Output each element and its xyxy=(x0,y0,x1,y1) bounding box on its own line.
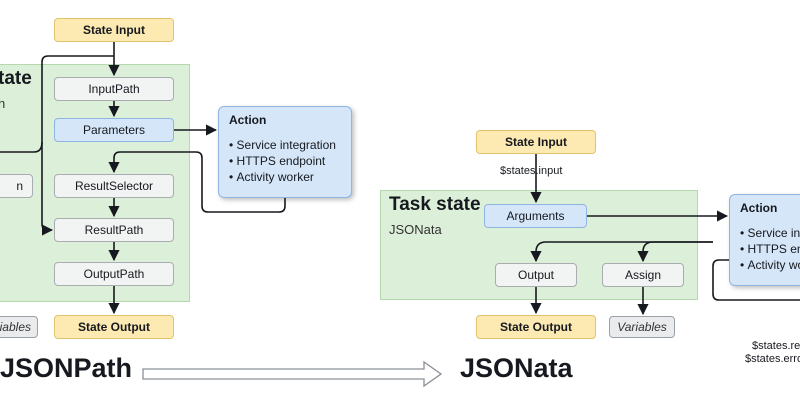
line-left-branch-offscreen xyxy=(0,141,43,153)
jsonata-states-input-label: $states.input xyxy=(500,165,563,177)
jsonata-action-box: Action Service int HTTPS end Activity wo xyxy=(729,194,800,286)
jsonata-big-label: JSONata xyxy=(460,353,573,383)
jsonpath-variables-node: iables xyxy=(0,316,38,338)
jsonata-action-title: Action xyxy=(740,201,778,215)
jsonpath-action-box: Action Service integration HTTPS endpoin… xyxy=(218,106,352,198)
arrow-left-input-bypass xyxy=(41,55,114,236)
jsonpath-result-path-node: ResultPath xyxy=(54,218,174,242)
jsonata-action-item: Activity wo xyxy=(740,257,800,273)
jsonata-action-item: HTTPS end xyxy=(740,241,800,257)
arrow-right-return-to-output xyxy=(530,241,713,263)
jsonpath-state-output: State Output xyxy=(54,315,174,339)
jsonata-assign-node: Assign xyxy=(602,263,684,287)
jsonata-variables-node: Variables xyxy=(609,316,675,338)
jsonpath-state-input: State Input xyxy=(54,18,174,42)
jsonata-error-label: $states.erro xyxy=(745,353,800,365)
jsonata-arguments-node: Arguments xyxy=(484,204,587,228)
jsonpath-action-item: Service integration xyxy=(229,137,341,153)
jsonpath-result-selector-node: ResultSelector xyxy=(54,174,174,198)
jsonpath-action-title: Action xyxy=(229,113,267,127)
jsonpath-big-label: JSONPath xyxy=(0,353,133,383)
jsonpath-parameters-node: Parameters xyxy=(54,118,174,142)
jsonata-action-item: Service int xyxy=(740,225,800,241)
jsonata-result-label: $states.re xyxy=(752,340,800,352)
jsonata-panel-subtitle: JSONata xyxy=(389,222,442,237)
jsonata-panel-title: Task state xyxy=(389,194,481,215)
jsonpath-action-item: Activity worker xyxy=(229,169,341,185)
jsonata-state-input: State Input xyxy=(476,130,596,154)
arrow-right-action-return xyxy=(712,259,800,301)
jsonata-state-output: State Output xyxy=(476,315,596,339)
jsonpath-output-path-node: OutputPath xyxy=(54,262,174,286)
jsonpath-action-item: HTTPS endpoint xyxy=(229,153,341,169)
jsonpath-panel-subtitle: h xyxy=(0,96,6,111)
arrow-right-return-to-assign xyxy=(637,241,713,263)
transition-arrow-icon xyxy=(142,360,443,388)
arrow-left-action-return xyxy=(108,151,286,213)
jsonpath-panel-title: tate xyxy=(0,68,32,89)
jsonata-output-node: Output xyxy=(495,263,577,287)
jsonpath-input-path-node: InputPath xyxy=(54,77,174,101)
jsonpath-fragment-node: n xyxy=(0,174,33,198)
